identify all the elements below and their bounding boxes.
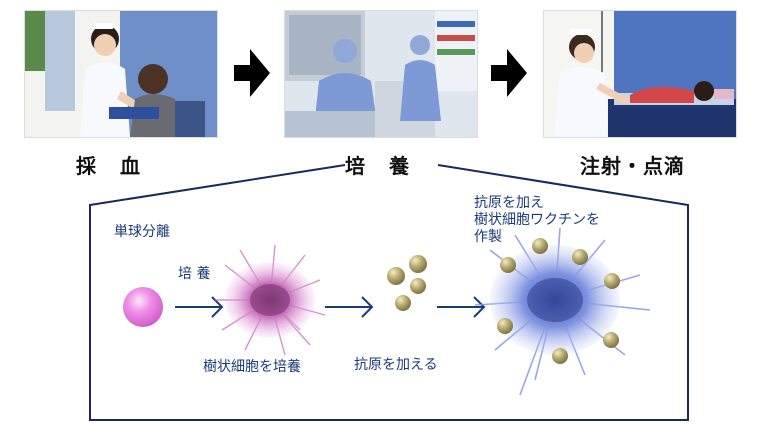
- label-culture-arrow: 培 養: [178, 266, 211, 282]
- label-dendritic-culture: 樹状細胞を培養: [203, 359, 301, 375]
- process-arrow-1: [175, 296, 224, 318]
- label-add-antigen: 抗原を加える: [354, 357, 438, 373]
- callout-frame: [89, 164, 689, 421]
- label-monocyte-separation: 単球分離: [114, 224, 170, 240]
- photo-cell-culture-lab: [284, 10, 478, 138]
- process-arrow-2: [325, 296, 374, 318]
- step-label-injection: 注射・点滴: [580, 154, 685, 178]
- arrow-right-icon: [234, 49, 270, 97]
- arrow-right-icon: [491, 49, 527, 97]
- monocyte-cell: [123, 287, 163, 327]
- antigen-particles: [387, 255, 427, 311]
- photo-injection-drip: [543, 10, 737, 138]
- label-vaccine-creation: 抗原を加え 樹状細胞ワクチンを 作製: [474, 195, 600, 245]
- dendritic-cell-vaccine: [474, 227, 651, 396]
- step-label-blood-draw: 採 血: [76, 154, 142, 178]
- process-arrow-3: [437, 296, 486, 318]
- dendritic-cell-pink: [215, 244, 326, 356]
- photo-blood-draw: [24, 10, 218, 138]
- step-label-culture: 培 養: [345, 154, 411, 178]
